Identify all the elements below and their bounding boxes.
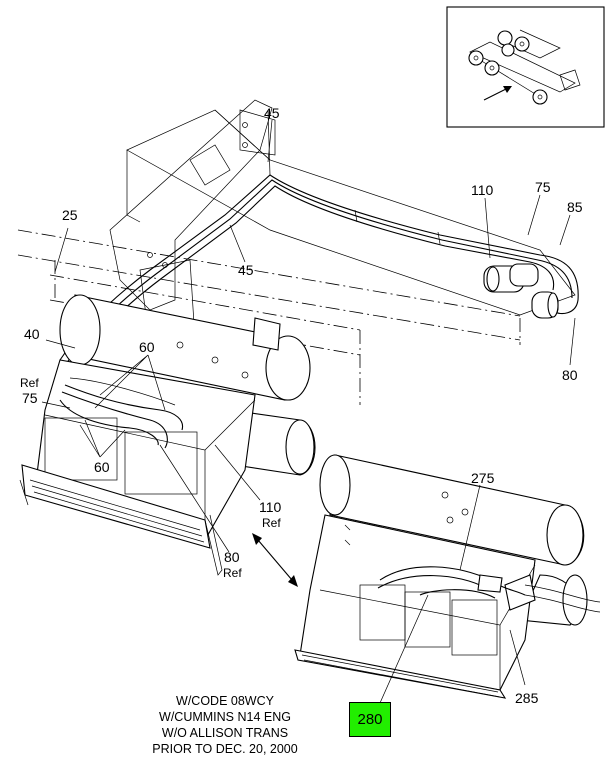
note-line-1: W/CODE 08WCY <box>176 694 274 708</box>
frame-crossmember <box>109 99 576 346</box>
air-tanks-upper <box>59 294 316 476</box>
callout-ref-left: Ref <box>20 376 39 390</box>
applicability-note: W/CODE 08WCY W/CUMMINS N14 ENG W/O ALLIS… <box>130 693 320 757</box>
callout-45-bottom: 45 <box>238 262 254 278</box>
leader-lines <box>41 119 576 704</box>
note-line-4: PRIOR TO DEC. 20, 2000 <box>152 742 298 756</box>
battery-box-lower <box>294 514 536 699</box>
callout-75-left: 75 <box>22 390 38 406</box>
callout-280-highlight[interactable]: 280 <box>349 702 391 737</box>
callout-280: 280 <box>357 711 383 728</box>
note-line-3: W/O ALLISON TRANS <box>161 726 289 740</box>
battery-box-upper <box>19 359 256 576</box>
callout-80-mid: 80 <box>224 549 240 565</box>
note-line-2: W/CUMMINS N14 ENG <box>159 710 291 724</box>
callout-80-right: 80 <box>562 367 578 383</box>
callout-40: 40 <box>24 326 40 342</box>
callout-60-bottom: 60 <box>94 459 110 475</box>
hoses-lower <box>377 566 601 613</box>
callout-110-mid: 110 <box>259 499 282 515</box>
callout-ref-80: Ref <box>223 566 242 580</box>
callout-285: 285 <box>515 690 539 706</box>
callout-60-top: 60 <box>139 339 155 355</box>
view-relation-arrow <box>252 533 298 587</box>
callout-25: 25 <box>62 207 78 223</box>
callout-85: 85 <box>567 199 583 215</box>
callout-110-top: 110 <box>471 182 494 198</box>
hoses-upper <box>59 377 184 449</box>
callout-75-top: 75 <box>535 179 551 195</box>
callout-ref-110: Ref <box>262 516 281 530</box>
air-valves <box>483 263 559 319</box>
callout-45-top: 45 <box>264 105 280 121</box>
locator-inset <box>446 6 605 128</box>
callout-275: 275 <box>471 470 495 486</box>
